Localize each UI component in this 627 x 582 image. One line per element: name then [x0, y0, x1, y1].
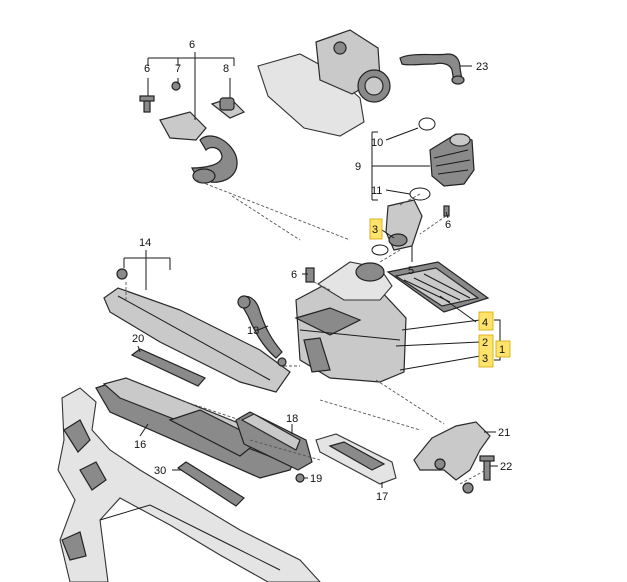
callout-23: 23	[476, 61, 488, 73]
nut-9-part	[171, 81, 181, 91]
callout-17: 17	[376, 491, 388, 503]
callout-8: 6	[144, 63, 150, 75]
callout-labels: 6 6 7 8 23 10 9 11 3 5 6 6 14 13 20 4 2 …	[132, 39, 512, 503]
callout-6-lower: 6	[291, 269, 297, 281]
guide-18-part	[235, 411, 313, 471]
callout-21: 21	[498, 427, 510, 439]
callout-4: 4	[482, 317, 488, 329]
hose-14-part	[237, 295, 283, 359]
intake-hose-7-part	[159, 97, 246, 184]
callout-9: 7	[175, 63, 181, 75]
callout-16: 16	[134, 439, 146, 451]
bracket-21-part	[413, 421, 491, 494]
callout-13: 11	[371, 185, 382, 197]
callout-2: 2	[482, 337, 488, 349]
callout-14: 13	[247, 325, 259, 337]
callout-5: 5	[408, 265, 414, 277]
grommet-10-part	[219, 97, 235, 111]
bolt-8-part	[139, 95, 155, 113]
callout-20: 20	[132, 333, 144, 345]
callout-1: 1	[499, 344, 505, 356]
callout-6-upper: 6	[445, 219, 451, 231]
assembly-lines	[125, 179, 487, 485]
turbocharger-part	[257, 29, 391, 137]
highlight-boxes	[369, 218, 511, 368]
callout-3-lower: 3	[482, 353, 488, 365]
callout-3-upper: 3	[372, 224, 378, 236]
boot-11-part	[429, 133, 475, 187]
cover-30-part	[176, 461, 245, 507]
seal-strip-part	[130, 348, 206, 387]
intake-duct-part	[103, 287, 291, 393]
filter-element-part	[386, 261, 490, 313]
bolt-22-part	[479, 455, 495, 481]
leader-lines	[123, 52, 506, 488]
air-filter-housing-part	[294, 261, 407, 383]
callout-15: 14	[139, 237, 151, 249]
callout-19: 19	[310, 473, 322, 485]
callout-10: 8	[223, 63, 229, 75]
callout-22: 22	[500, 461, 512, 473]
front-frame-part	[57, 387, 321, 582]
callout-11: 9	[355, 161, 361, 173]
callout-7: 6	[189, 39, 195, 51]
clip-15-part	[116, 268, 287, 367]
screw-19-part	[295, 473, 305, 483]
bolt-6-upper-part	[443, 205, 450, 217]
callout-12: 10	[371, 137, 383, 149]
callout-30: 30	[154, 465, 166, 477]
hose-23-part	[399, 53, 465, 85]
duct-17-part	[315, 433, 397, 485]
callout-18: 18	[286, 413, 298, 425]
bolt-6-lower-part	[305, 267, 315, 283]
